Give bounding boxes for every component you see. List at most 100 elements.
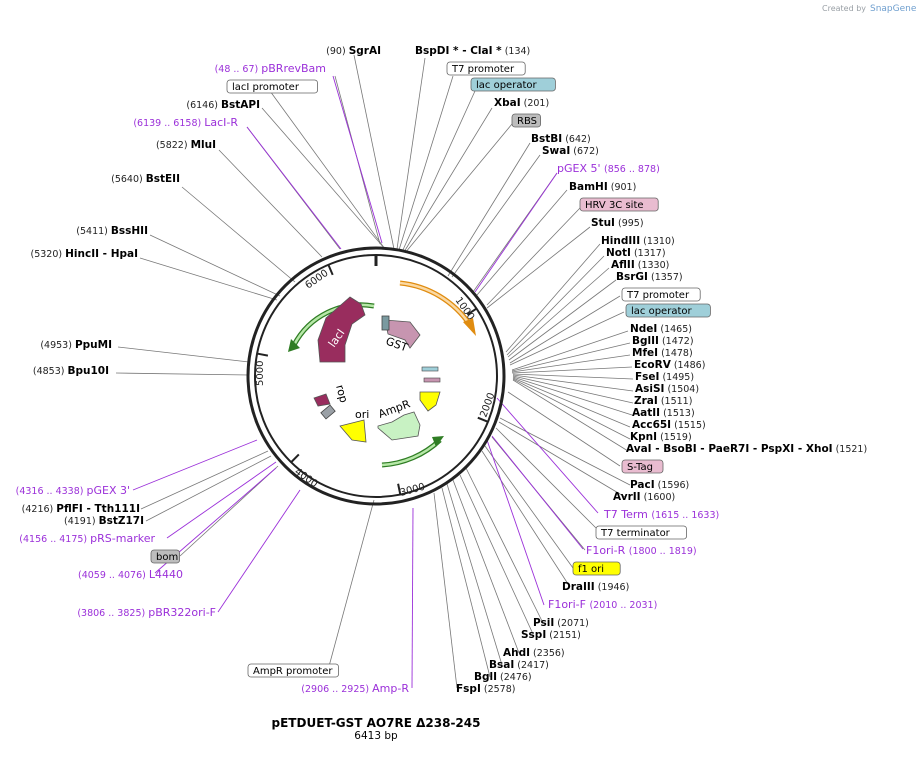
feature-label-box	[150, 549, 181, 564]
tick-4000: 4000	[292, 466, 319, 490]
enzyme-label-text: BsrGI (1357)	[616, 271, 683, 283]
label-psii: PsiI (2071)	[533, 617, 589, 629]
label-bgli: BglI (2476)	[474, 671, 532, 683]
tick-labels: 1000 2000 3000 4000 5000 6000	[255, 268, 498, 499]
feature-label-box	[625, 303, 711, 318]
label-stui: StuI (995)	[591, 217, 644, 229]
label-bsshii: (5411) BssHII	[76, 225, 148, 237]
enzyme-label-text: BstBI (642)	[531, 133, 591, 145]
tick-mark	[477, 416, 489, 423]
enzyme-label-text: KpnI (1519)	[630, 431, 692, 443]
watermark-brand: SnapGene	[870, 4, 917, 14]
feature-label-box	[470, 77, 556, 92]
label-t7-terminator: T7 terminator	[595, 525, 687, 540]
rop-feature	[313, 393, 331, 407]
enzyme-label-text: AvaI - BsoBI - PaeR7I - PspXI - XhoI (15…	[626, 443, 867, 455]
label-bamhi: BamHI (901)	[569, 181, 636, 193]
enzyme-label-text: AvrII (1600)	[613, 491, 675, 503]
label-noti: NotI (1317)	[606, 247, 666, 259]
label-kpni: KpnI (1519)	[630, 431, 692, 443]
label-ppumi: (4953) PpuMI	[40, 339, 112, 351]
gst-feature	[384, 319, 421, 349]
feature-label-text: S-Tag	[627, 462, 653, 473]
enzyme-label-text: BglII (1472)	[632, 335, 694, 347]
label-fspi: FspI (2578)	[456, 683, 515, 695]
label-hincii: (5320) HincII - HpaI	[31, 248, 138, 260]
label-zrai: ZraI (1511)	[634, 395, 692, 407]
label-sgrai: (90) SgrAI	[326, 45, 381, 57]
primer-label-text: (2906 .. 2925) Amp-R	[301, 682, 409, 695]
enzyme-label-text: SspI (2151)	[521, 629, 581, 641]
label-bsteii: (5640) BstEII	[111, 173, 180, 185]
enzyme-label-text: StuI (995)	[591, 217, 644, 229]
feature-label-text: lac operator	[631, 306, 692, 317]
label-swai: SwaI (672)	[542, 145, 599, 157]
enzyme-label-text: HindIII (1310)	[601, 235, 675, 247]
enzyme-label-text: MfeI (1478)	[632, 347, 693, 359]
label-f1ori-r: F1ori-R (1800 .. 1819)	[586, 544, 697, 557]
feature-label-box	[511, 113, 542, 128]
primer-label-text: F1ori-R (1800 .. 1819)	[586, 544, 697, 557]
feature-label-text: T7 terminator	[600, 528, 671, 539]
label-lac-operator: lac operator	[625, 303, 711, 318]
feature-label-box	[247, 663, 339, 678]
enzyme-label-text: DraIII (1946)	[562, 581, 629, 593]
label-bsai: BsaI (2417)	[489, 659, 549, 671]
enzyme-label-text: XbaI (201)	[494, 97, 549, 109]
feature-label-text: AmpR promoter	[253, 666, 333, 677]
feature-label-box	[579, 197, 659, 212]
feature-label-text: T7 promoter	[626, 290, 690, 301]
tick-5000: 5000	[255, 361, 266, 386]
ampr-feature	[377, 411, 421, 441]
label-avai: AvaI - BsoBI - PaeR7I - PspXI - XhoI (15…	[626, 443, 867, 455]
enzyme-label-text: BamHI (901)	[569, 181, 636, 193]
enzyme-label-text: FseI (1495)	[635, 371, 694, 383]
label-fsei: FseI (1495)	[635, 371, 694, 383]
label-rbs: RBS	[511, 113, 542, 128]
enzyme-label-text: BsaI (2417)	[489, 659, 549, 671]
label-s-tag: S-Tag	[621, 459, 664, 474]
enzyme-label-text: (90) SgrAI	[326, 45, 381, 57]
map-label-ori: ori	[355, 408, 369, 421]
enzyme-label-text: NdeI (1465)	[630, 323, 692, 335]
laci-feature	[317, 296, 366, 363]
label-avrii: AvrII (1600)	[613, 491, 675, 503]
enzyme-label-text: AatII (1513)	[632, 407, 695, 419]
feature-label-text: f1 ori	[578, 564, 604, 575]
enzyme-label-text: AsiSI (1504)	[635, 383, 699, 395]
label-t7-promoter: T7 promoter	[621, 287, 701, 302]
primer-label-text: (4156 .. 4175) pRS-marker	[19, 532, 155, 545]
label-bstbi: BstBI (642)	[531, 133, 591, 145]
feature-label-box	[621, 287, 701, 302]
map-label-rop: rop	[333, 383, 350, 404]
tick-2000: 2000	[478, 391, 497, 419]
label-bom: bom	[150, 549, 181, 564]
label-pgex-3: (4316 .. 4338) pGEX 3'	[16, 484, 130, 497]
label-acc65i: Acc65I (1515)	[632, 419, 706, 431]
plasmid-length: 6413 bp	[354, 730, 398, 742]
watermark-prefix: Created by	[822, 4, 866, 13]
green-arc-bottom	[381, 438, 442, 468]
label-f1ori-f: F1ori-F (2010 .. 2031)	[548, 598, 657, 611]
label-lac-operator: lac operator	[470, 77, 556, 92]
lac-operator-box	[381, 315, 390, 331]
feature-label-box	[226, 79, 318, 94]
enzyme-label-text: NotI (1317)	[606, 247, 666, 259]
small-mark	[421, 366, 439, 372]
backbone	[246, 246, 506, 506]
enzyme-label-text: PacI (1596)	[630, 479, 689, 491]
label-bspdi: BspDI * - ClaI * (134)	[415, 45, 530, 57]
tick-mark	[290, 453, 300, 463]
label-bstapi: (6146) BstAPI	[186, 99, 260, 111]
plasmid-title-block: pETDUET-GST AO7RE Δ238-245 6413 bp	[272, 716, 481, 742]
enzyme-label-text: Acc65I (1515)	[632, 419, 706, 431]
enzyme-label-text: (4216) PflFI - Tth111I	[22, 503, 140, 515]
enzyme-label-text: (4953) PpuMI	[40, 339, 112, 351]
feature-arcs	[288, 280, 476, 468]
label-hindiii: HindIII (1310)	[601, 235, 675, 247]
primer-label-text: (48 .. 67) pBRrevBam	[215, 62, 326, 75]
label-aatii: AatII (1513)	[632, 407, 695, 419]
label-laci-promoter: lacI promoter	[226, 79, 318, 94]
bom-mark	[320, 404, 336, 420]
feature-label-text: T7 promoter	[451, 64, 515, 75]
